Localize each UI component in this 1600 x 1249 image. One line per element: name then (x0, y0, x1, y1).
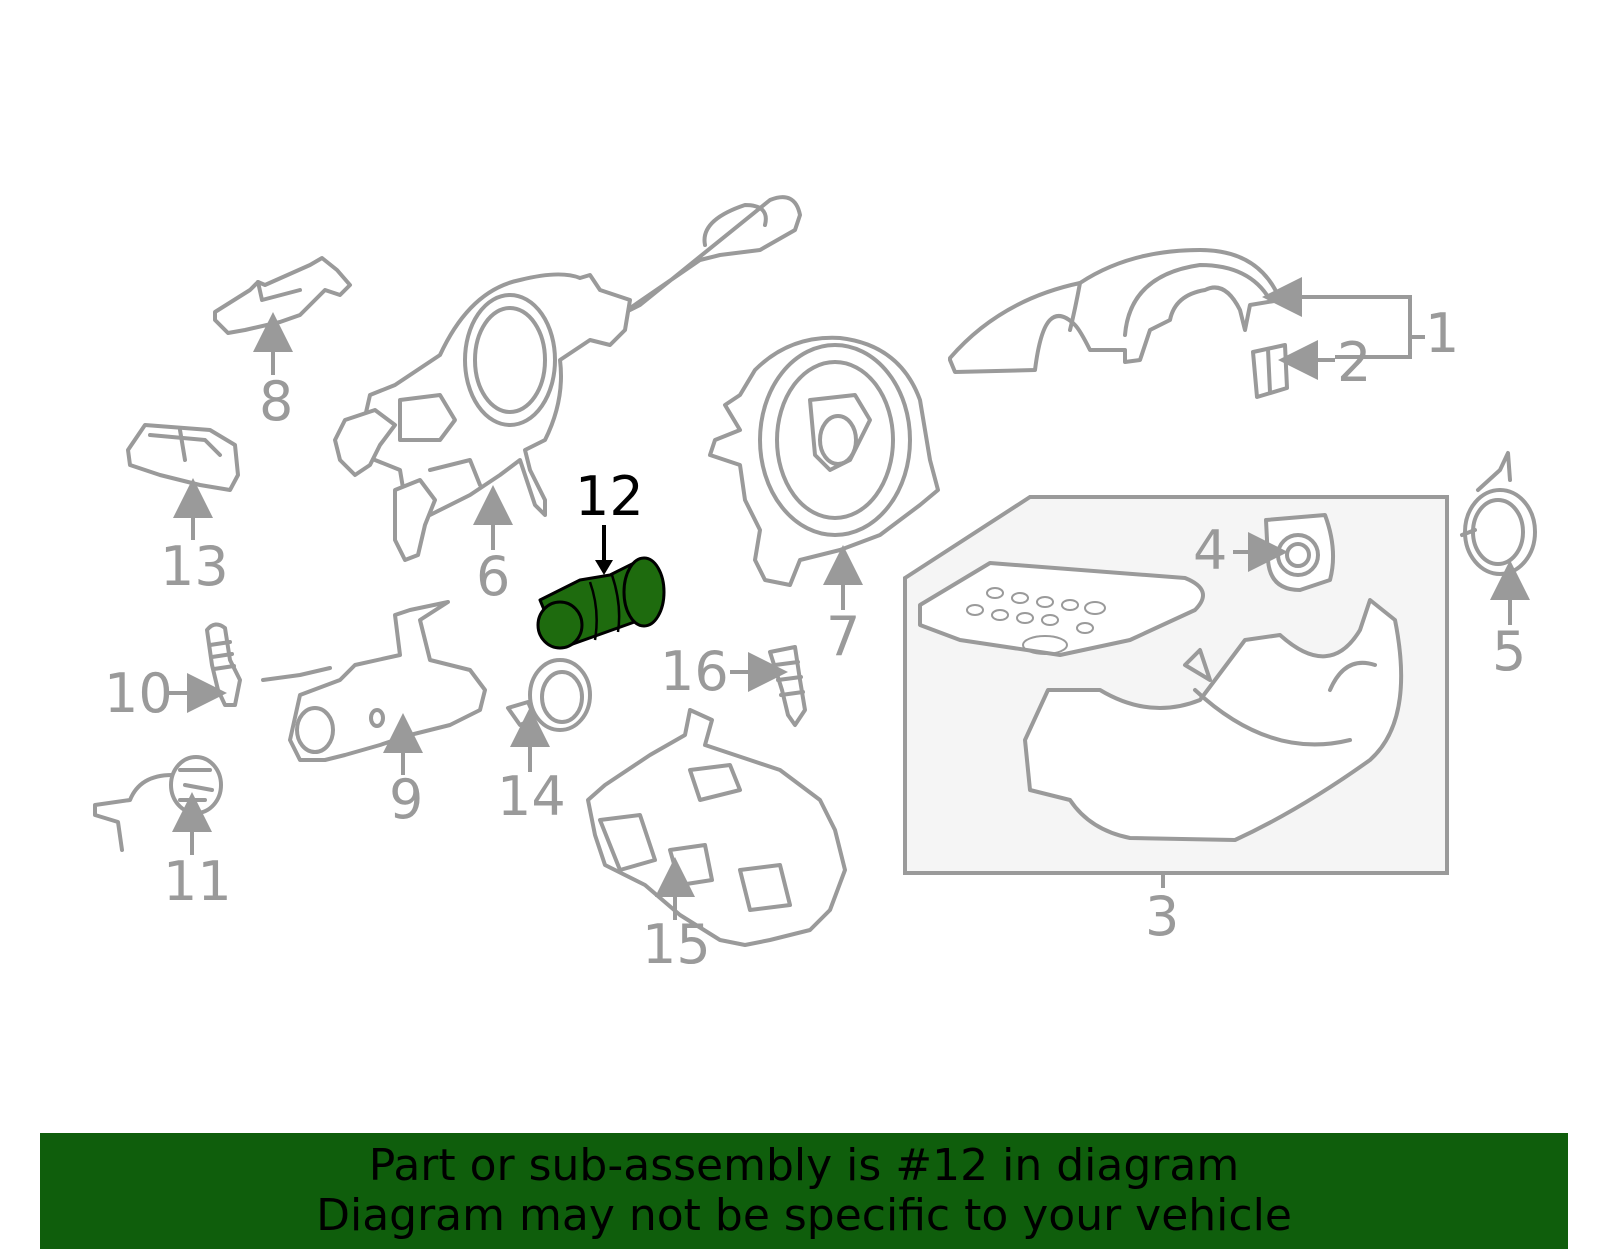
callout-3: 3 (1145, 885, 1179, 948)
callout-4: 4 (1193, 519, 1227, 582)
part-4-ring (1264, 513, 1335, 592)
callout-8: 8 (259, 370, 293, 433)
leader-lines (168, 277, 1530, 920)
part-13-module (126, 423, 240, 492)
part-15-control-module (586, 708, 847, 947)
callout-11: 11 (163, 850, 232, 913)
callout-16: 16 (660, 640, 729, 703)
part-10-bolt (205, 622, 242, 707)
part-11-sensor (93, 755, 223, 852)
part-16-bolt (768, 645, 807, 727)
info-banner: Part or sub-assembly is #12 in diagram D… (40, 1133, 1568, 1249)
callout-1: 1 (1425, 302, 1459, 365)
part-3-group-box (903, 495, 1449, 875)
callout-15: 15 (642, 913, 711, 976)
part-9-lock-housing (261, 600, 487, 762)
callout-2: 2 (1337, 331, 1371, 394)
callout-12: 12 (575, 465, 644, 528)
banner-line-1: Part or sub-assembly is #12 in diagram (368, 1140, 1240, 1191)
callout-5: 5 (1492, 620, 1526, 683)
part-8-bracket (213, 256, 352, 335)
part-2-clip (1251, 343, 1289, 399)
part-6-combination-switch (333, 195, 802, 562)
callout-7: 7 (826, 605, 860, 668)
callout-9: 9 (389, 768, 423, 831)
part-12-highlighted (536, 556, 666, 650)
callout-14: 14 (497, 765, 566, 828)
part-14-ring (506, 658, 592, 732)
part-7-clock-spring (708, 335, 940, 587)
part-1-upper-shroud (948, 248, 1282, 374)
callout-10: 10 (104, 662, 173, 725)
banner-line-2: Diagram may not be specific to your vehi… (316, 1190, 1292, 1241)
callout-6: 6 (476, 545, 510, 608)
callout-13: 13 (160, 535, 229, 598)
part-5-bracket (1460, 451, 1537, 576)
